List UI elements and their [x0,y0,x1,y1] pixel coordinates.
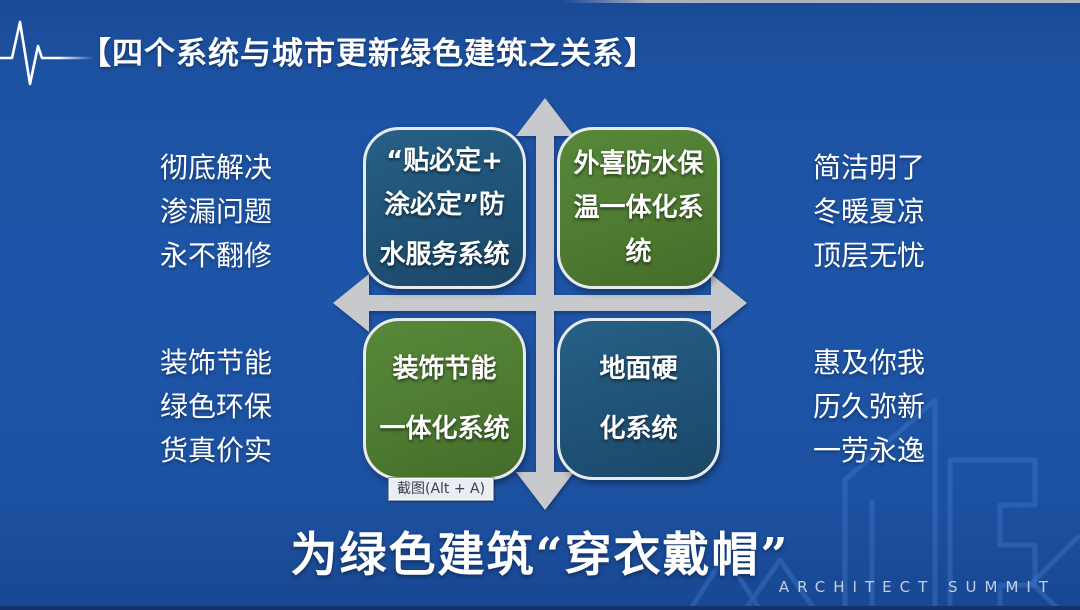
quadrant-label-line: “贴必定+ [386,146,503,176]
quadrant-label-line: 水服务系统 [379,240,510,270]
annotation-line: 装饰节能 [160,346,273,379]
building-outline [842,397,938,610]
ekg-pulse-icon [0,20,94,86]
annotation-right-bottom: 惠及你我 历久弥新 一劳永逸 [813,341,925,473]
annotation-line: 一劳永逸 [813,434,926,467]
quadrant-box-floor-hardening: 地面硬 化系统 [557,318,720,480]
quadrant-box-decoration-energy: 装饰节能 一体化系统 [363,318,526,480]
quadrant-label-line: 地面硬 [599,354,678,384]
roof-peaks [687,552,818,610]
slide-bottom-edge [0,606,1080,610]
quadrant-label-line: 涂必定”防 [383,190,506,220]
annotation-left-top: 彻底解决 渗漏问题 永不翻修 [160,146,272,278]
annotation-line: 冬暖夏凉 [813,195,926,228]
annotation-line: 永不翻修 [160,239,273,272]
chevron-shape [1029,533,1080,610]
annotation-line: 顶层无忧 [813,239,926,272]
annotation-line: 惠及你我 [813,346,926,379]
quadrant-label-line: 装饰节能 [392,354,497,384]
building-e-shape [947,457,1038,610]
quadrant-label-line: 统 [625,237,652,267]
left-arrowhead [333,274,369,332]
screenshot-tooltip: 截图(Alt + A) [388,477,495,501]
page-title: 【四个系统与城市更新绿色建筑之关系】 [80,36,656,72]
bottom-headline: 为绿色建筑“穿衣戴帽” [290,528,790,583]
quadrant-label-line: 化系统 [599,414,678,444]
quadrant-label-line: 温一体化系 [573,193,704,223]
brand-watermark: ARCHITECT SUMMIT [778,578,1056,596]
down-arrowhead [516,472,574,510]
up-arrowhead [516,98,574,136]
annotation-line: 简洁明了 [813,151,926,184]
annotation-line: 渗漏问题 [160,195,273,228]
annotation-line: 绿色环保 [160,390,273,423]
window-top-edge [0,0,1080,3]
quadrant-label-line: 一体化系统 [379,414,510,444]
annotation-line: 彻底解决 [160,151,273,184]
right-arrowhead [711,274,747,332]
annotation-right-top: 简洁明了 冬暖夏凉 顶层无忧 [813,146,925,278]
quadrant-label-line: 外喜防水保 [573,149,704,179]
annotation-line: 历久弥新 [813,390,926,423]
annotation-left-bottom: 装饰节能 绿色环保 货真价实 [160,341,272,473]
quadrant-box-insulation-system: 外喜防水保 温一体化系 统 [557,127,720,289]
quadrant-axes-arrows [333,98,747,510]
annotation-line: 货真价实 [160,434,273,467]
building-line-art [687,397,1080,610]
quadrant-box-waterproof-service: “贴必定+ 涂必定”防 水服务系统 [363,127,526,289]
